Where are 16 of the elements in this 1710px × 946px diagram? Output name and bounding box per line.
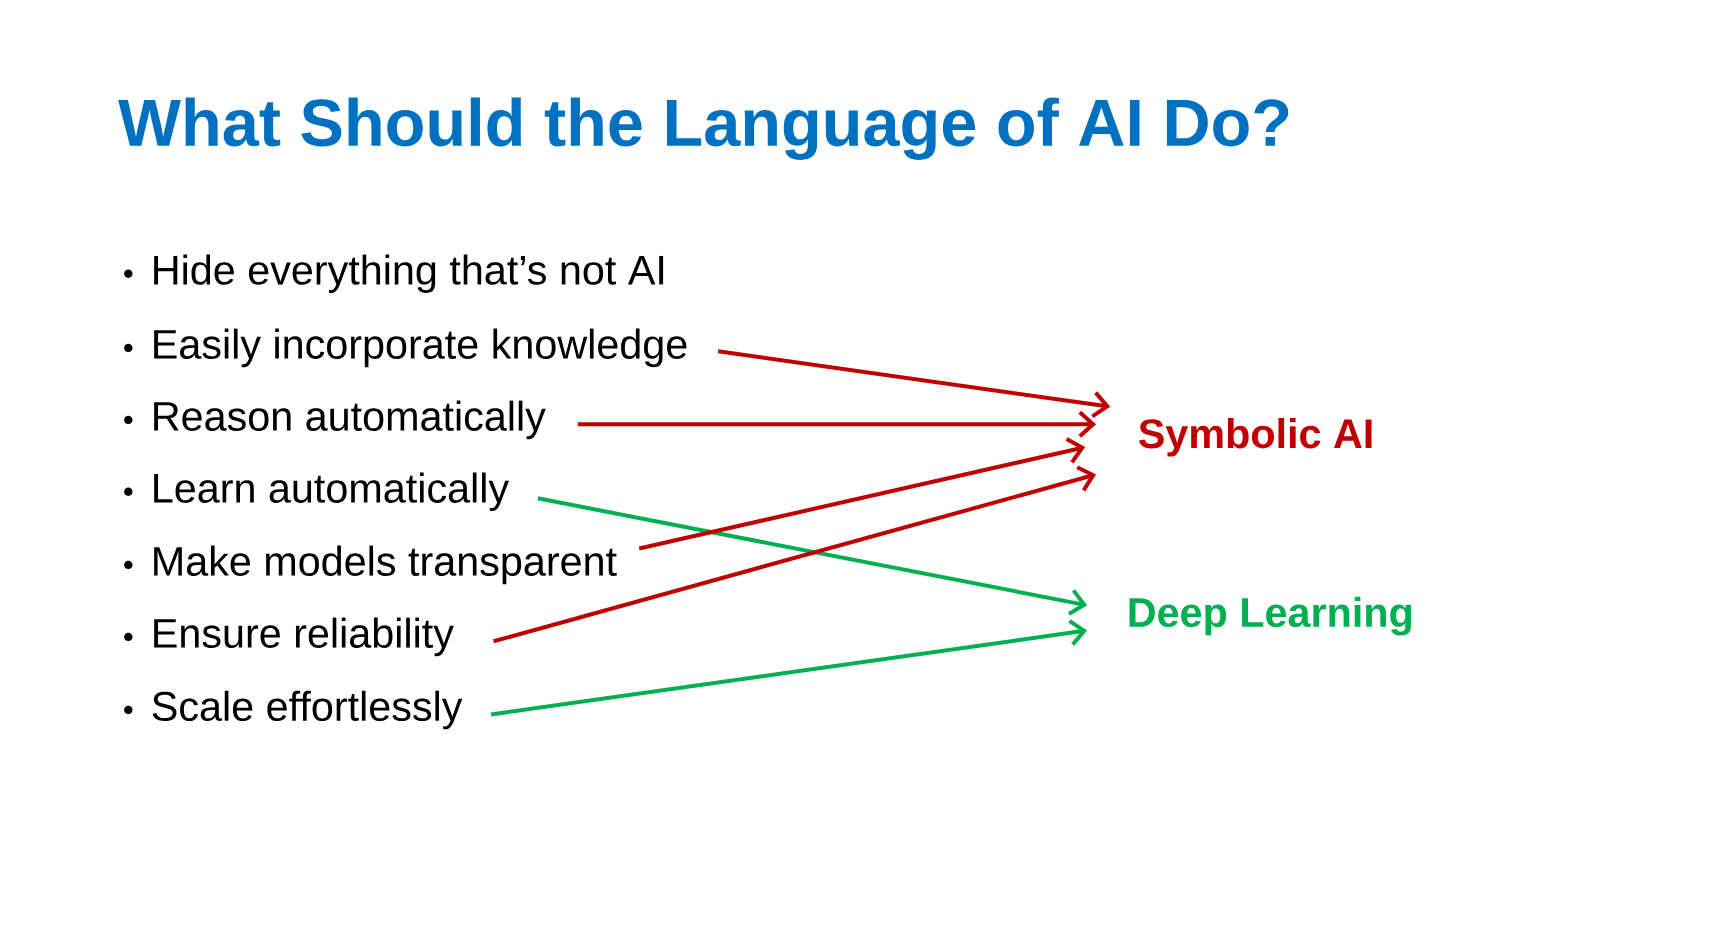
arrow (490, 619, 1088, 717)
list-item: Learn automatically (154, 472, 509, 512)
arrow (638, 437, 1086, 551)
target-label: Symbolic AI (1138, 418, 1372, 457)
arrow (493, 465, 1097, 644)
list-item: Easily incorporate knowledge (154, 328, 687, 368)
arrow (537, 496, 1088, 616)
list-item: Hide everything that’s not AI (154, 254, 664, 293)
title: What Should the Language of AI Do? (118, 97, 1289, 160)
arrow (577, 410, 1097, 438)
target-label: Deep Learning (1129, 596, 1412, 636)
list-item: Make models transparent (154, 545, 617, 585)
list-item: Ensure reliability (154, 617, 454, 657)
list-item: Reason automatically (154, 400, 546, 440)
list-item: Scale effortlessly (152, 690, 463, 730)
arrow (717, 349, 1111, 419)
